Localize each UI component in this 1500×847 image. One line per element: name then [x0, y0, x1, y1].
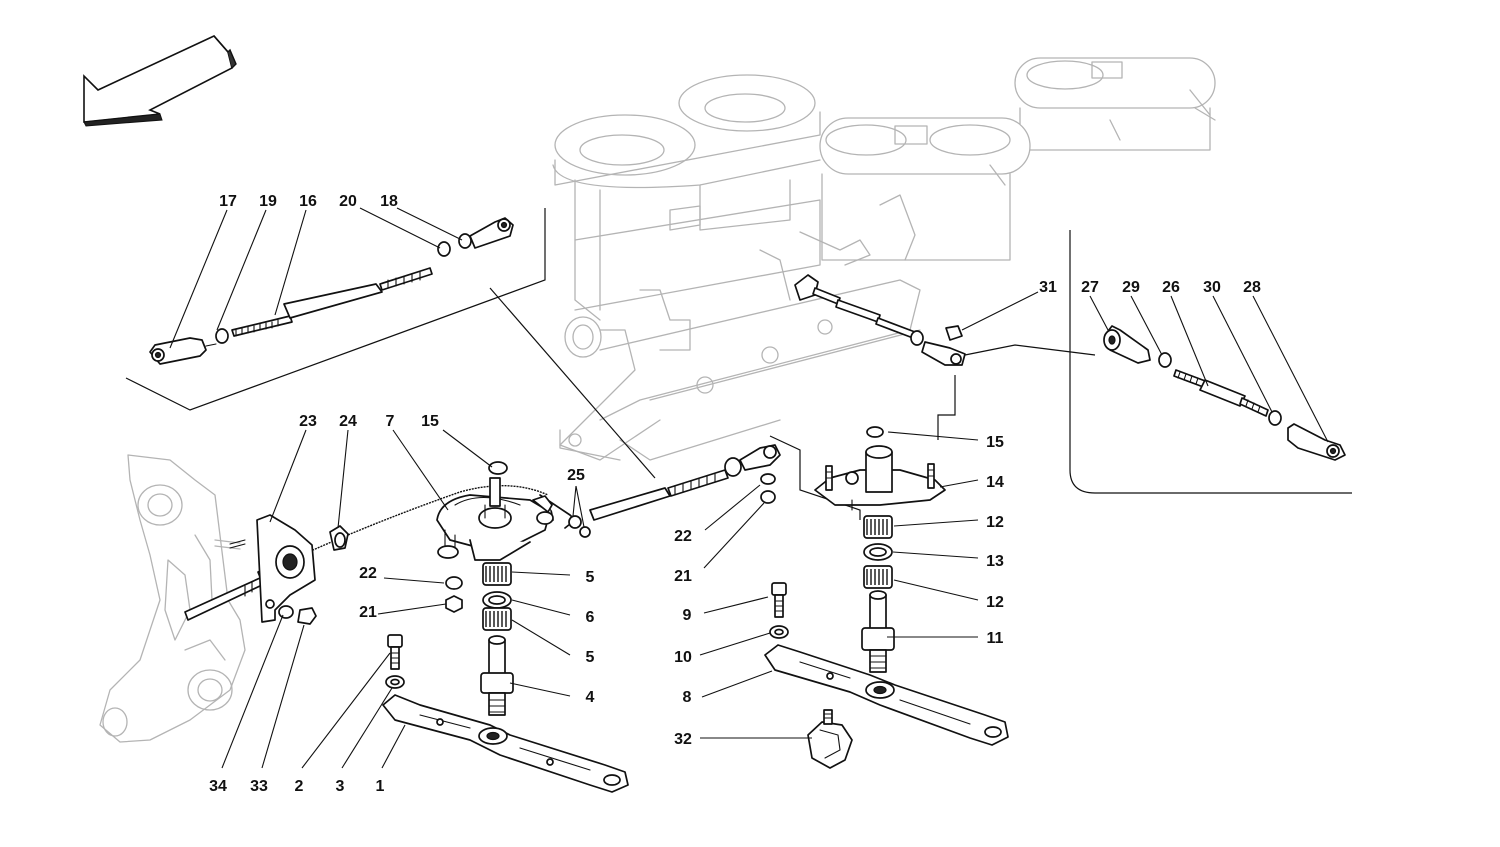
label-17: 17 — [219, 193, 237, 210]
adjustable-rod-inset-right — [1103, 325, 1346, 461]
label-21-right: 21 — [674, 568, 692, 585]
adjustable-rod-inset-left — [149, 217, 514, 365]
bell-crank-lever-left — [382, 694, 629, 793]
label-21-left: 21 — [359, 604, 377, 621]
label-25: 25 — [567, 467, 585, 484]
throttle-body-assembly — [552, 57, 1216, 461]
label-29: 29 — [1122, 279, 1140, 296]
lever-assembly-left — [436, 461, 576, 561]
label-12-upper: 12 — [986, 514, 1004, 531]
label-16: 16 — [299, 193, 317, 210]
inset-frames — [125, 208, 1352, 520]
throttle-link-rod — [794, 274, 966, 366]
side-bracket — [99, 454, 246, 743]
label-20: 20 — [339, 193, 357, 210]
label-34: 34 — [209, 778, 227, 795]
label-12-lower: 12 — [986, 594, 1004, 611]
cable-clip — [807, 709, 853, 769]
label-8: 8 — [683, 689, 692, 706]
direction-arrow-icon — [83, 35, 237, 127]
label-15-left: 15 — [421, 413, 439, 430]
label-33: 33 — [250, 778, 268, 795]
pivot-bracket-right — [814, 426, 946, 511]
label-13: 13 — [986, 553, 1004, 570]
label-11: 11 — [987, 630, 1004, 647]
label-9: 9 — [683, 607, 692, 624]
leader-lines — [169, 207, 1329, 769]
label-4: 4 — [586, 689, 595, 706]
link-rod-center — [532, 444, 781, 538]
label-10: 10 — [674, 649, 692, 666]
label-27: 27 — [1081, 279, 1099, 296]
label-7: 7 — [386, 413, 395, 430]
label-31: 31 — [1039, 279, 1057, 296]
pivot-stack-right — [861, 515, 895, 673]
pivot-stack-left — [480, 562, 514, 716]
label-3: 3 — [336, 778, 345, 795]
label-23: 23 — [299, 413, 317, 430]
label-26: 26 — [1162, 279, 1180, 296]
reference-labels: 17 19 16 20 18 31 27 29 26 30 28 23 24 7… — [209, 193, 1261, 795]
label-6: 6 — [586, 609, 595, 626]
label-30: 30 — [1203, 279, 1221, 296]
label-24: 24 — [339, 413, 357, 430]
label-19: 19 — [259, 193, 277, 210]
label-14: 14 — [986, 474, 1004, 491]
label-22-left: 22 — [359, 565, 377, 582]
label-1: 1 — [376, 778, 385, 795]
bell-crank-lever-right — [764, 644, 1009, 746]
label-22-right: 22 — [674, 528, 692, 545]
spacers-center — [760, 473, 776, 504]
label-18: 18 — [380, 193, 398, 210]
label-2: 2 — [295, 778, 304, 795]
screw-washer-right — [769, 582, 789, 639]
screw-washer-left — [385, 634, 405, 689]
label-28: 28 — [1243, 279, 1261, 296]
spacers-left — [445, 576, 463, 613]
label-32: 32 — [674, 731, 692, 748]
label-5-upper: 5 — [586, 569, 595, 586]
throttle-cable — [184, 485, 549, 625]
label-5-lower: 5 — [586, 649, 595, 666]
label-15-right: 15 — [986, 434, 1004, 451]
